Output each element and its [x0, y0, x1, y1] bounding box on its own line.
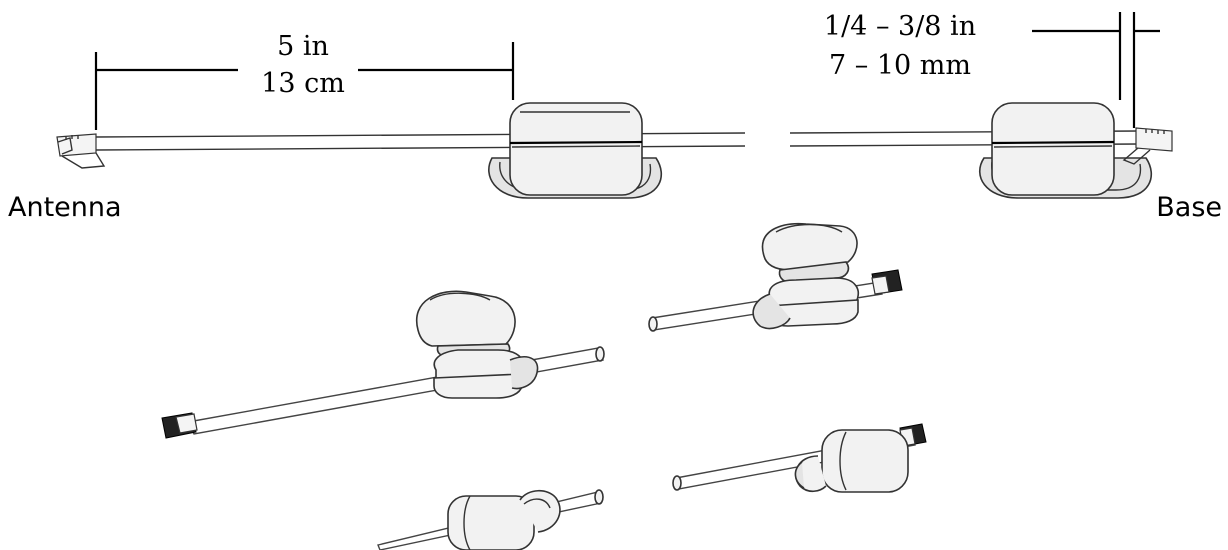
distance-dimension: 5 in 13 cm: [94, 31, 515, 130]
step-open-core-right: [648, 222, 903, 332]
step-open-core-left: [161, 290, 605, 439]
gap-metric-label: 7 – 10 mm: [829, 50, 971, 81]
distance-metric-label: 13 cm: [261, 68, 345, 99]
distance-imperial-label: 5 in: [277, 31, 329, 62]
step-closed-core-right: [672, 423, 927, 493]
base-label: Base: [1156, 192, 1222, 223]
antenna-plug: [56, 133, 106, 169]
gap-imperial-label: 1/4 – 3/8 in: [824, 11, 976, 42]
step-closed-core-left: [377, 489, 604, 550]
gap-dimension: 1/4 – 3/8 in 7 – 10 mm: [824, 11, 1160, 128]
top-cable-assembly: 5 in 13 cm 1/4 – 3/8 in 7 – 10 mm Antenn…: [8, 11, 1222, 223]
cable-left-segment: [95, 132, 746, 151]
base-plug: [1122, 127, 1173, 165]
antenna-label: Antenna: [8, 192, 122, 223]
step1-plug: [161, 412, 198, 439]
step2-plug: [871, 269, 903, 295]
ferrite-core-right: [978, 102, 1152, 199]
ferrite-core-left: [488, 102, 662, 199]
